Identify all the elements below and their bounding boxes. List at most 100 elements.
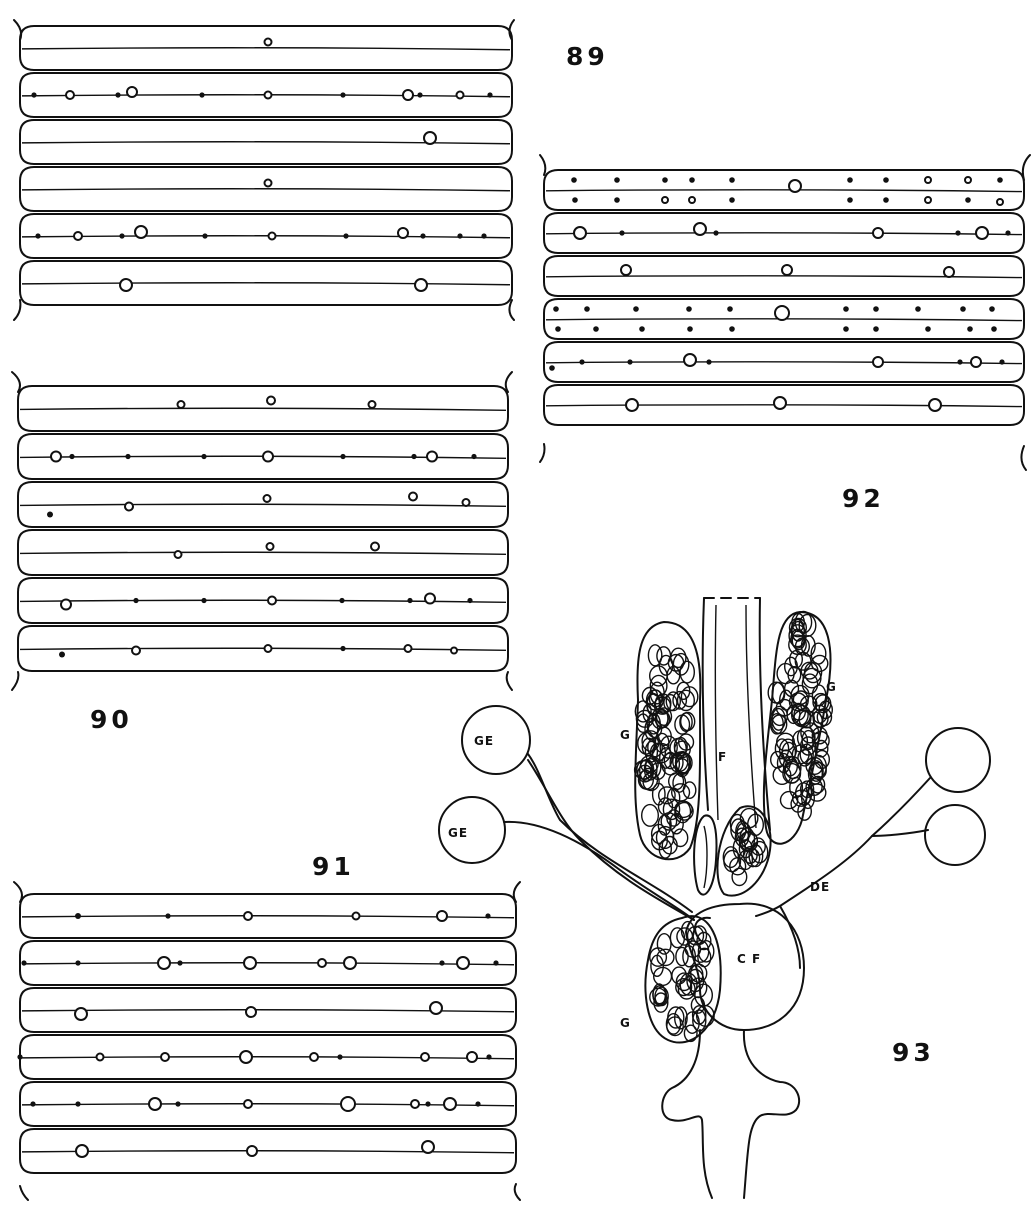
dot-mark bbox=[339, 598, 344, 603]
pore-mark bbox=[178, 401, 185, 408]
pore-mark bbox=[415, 279, 427, 291]
dot-mark bbox=[729, 197, 735, 203]
dot-mark bbox=[955, 230, 960, 235]
dot-mark bbox=[485, 913, 490, 918]
body-segment bbox=[20, 167, 512, 211]
pore-mark bbox=[371, 543, 379, 551]
pore-mark bbox=[422, 1141, 434, 1153]
dot-mark bbox=[960, 306, 966, 312]
dot-mark bbox=[201, 454, 206, 459]
figure-label-92: 92 bbox=[842, 484, 885, 513]
pore-mark bbox=[689, 197, 695, 203]
label-ge-lower: GE bbox=[448, 826, 468, 840]
pore-mark bbox=[457, 957, 469, 969]
dot-mark bbox=[175, 1101, 180, 1106]
dot-mark bbox=[425, 1101, 430, 1106]
pore-mark bbox=[789, 180, 801, 192]
dot-mark bbox=[75, 913, 81, 919]
pore-mark bbox=[132, 647, 140, 655]
pore-mark bbox=[684, 354, 696, 366]
pore-mark bbox=[75, 1008, 87, 1020]
dot-mark bbox=[475, 1101, 480, 1106]
figure-label-91: 91 bbox=[312, 852, 355, 881]
dot-mark bbox=[925, 326, 931, 332]
label-g-upper-left: G bbox=[620, 728, 631, 742]
body-segment bbox=[18, 386, 508, 431]
pore-mark bbox=[976, 227, 988, 239]
dot-mark bbox=[883, 197, 889, 203]
pore-mark bbox=[244, 957, 256, 969]
dot-mark bbox=[420, 233, 425, 238]
dot-mark bbox=[439, 960, 444, 965]
pore-mark bbox=[51, 452, 61, 462]
pore-mark bbox=[574, 227, 586, 239]
pore-mark bbox=[344, 957, 356, 969]
pore-mark bbox=[425, 594, 435, 604]
dot-mark bbox=[687, 326, 693, 332]
dot-mark bbox=[457, 233, 462, 238]
figure-90-segment-strip bbox=[12, 372, 512, 690]
pore-mark bbox=[424, 132, 436, 144]
dot-mark bbox=[847, 197, 853, 203]
dot-mark bbox=[729, 326, 735, 332]
pore-mark bbox=[405, 645, 412, 652]
dot-mark bbox=[619, 230, 624, 235]
pore-mark bbox=[997, 199, 1003, 205]
label-g-upper-right: G bbox=[826, 680, 837, 694]
pore-mark bbox=[774, 397, 786, 409]
dot-mark bbox=[337, 1054, 342, 1059]
pore-mark bbox=[265, 180, 272, 187]
pore-mark bbox=[76, 1145, 88, 1157]
dot-mark bbox=[727, 306, 733, 312]
dot-mark bbox=[843, 306, 849, 312]
dot-mark bbox=[133, 598, 138, 603]
label-f: F bbox=[718, 750, 727, 764]
dot-mark bbox=[553, 306, 559, 312]
gland-cell bbox=[772, 682, 784, 703]
pore-mark bbox=[873, 228, 883, 238]
gland-cell bbox=[650, 948, 667, 966]
figure-label-90: 90 bbox=[90, 705, 133, 734]
pore-mark bbox=[247, 1146, 257, 1156]
dot-mark bbox=[873, 306, 879, 312]
dot-mark bbox=[125, 454, 130, 459]
dot-mark bbox=[633, 306, 639, 312]
figure-91-segment-strip bbox=[14, 882, 520, 1200]
dot-mark bbox=[873, 326, 879, 332]
pore-mark bbox=[267, 397, 275, 405]
dot-mark bbox=[957, 359, 962, 364]
dot-mark bbox=[549, 365, 555, 371]
dot-mark bbox=[555, 326, 561, 332]
pore-mark bbox=[149, 1098, 161, 1110]
pore-mark bbox=[310, 1053, 318, 1061]
body-segment bbox=[20, 120, 512, 164]
dot-mark bbox=[481, 233, 486, 238]
dot-mark bbox=[991, 326, 997, 332]
dot-mark bbox=[883, 177, 889, 183]
body-segment bbox=[544, 342, 1024, 382]
dot-mark bbox=[467, 598, 472, 603]
pore-mark bbox=[944, 267, 954, 277]
pore-mark bbox=[268, 597, 276, 605]
body-segment bbox=[544, 170, 1024, 210]
pore-mark bbox=[161, 1053, 169, 1061]
pore-mark bbox=[61, 600, 71, 610]
pore-mark bbox=[265, 645, 272, 652]
body-segment bbox=[18, 626, 508, 671]
pore-mark bbox=[269, 233, 276, 240]
pore-mark bbox=[444, 1098, 456, 1110]
dot-mark bbox=[989, 306, 995, 312]
pore-mark bbox=[318, 959, 326, 967]
dot-mark bbox=[343, 233, 348, 238]
dot-mark bbox=[201, 598, 206, 603]
dot-mark bbox=[177, 960, 182, 965]
pore-mark bbox=[451, 648, 457, 654]
dot-mark bbox=[340, 646, 345, 651]
dot-mark bbox=[75, 960, 80, 965]
dot-mark bbox=[340, 92, 345, 97]
label-de: DE bbox=[810, 880, 830, 894]
dot-mark bbox=[340, 454, 345, 459]
pore-mark bbox=[662, 197, 668, 203]
label-ge-upper: GE bbox=[474, 734, 494, 748]
